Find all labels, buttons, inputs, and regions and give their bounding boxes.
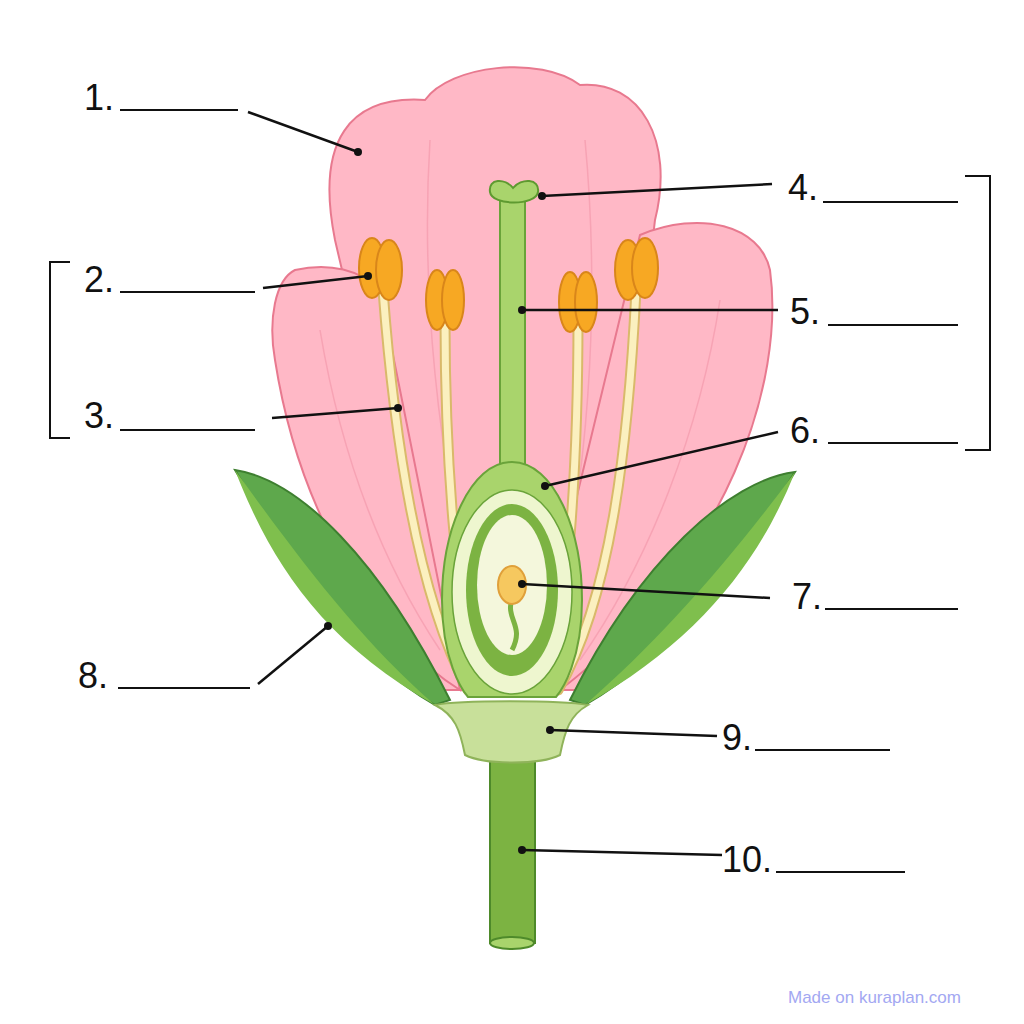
callout-number: 4.: [788, 170, 818, 206]
callout-number: 1.: [84, 80, 114, 116]
callout-number: 2.: [84, 262, 114, 298]
callout-number: 8.: [78, 658, 108, 694]
callout-number: 6.: [790, 413, 820, 449]
callout-number: 7.: [792, 579, 822, 615]
callout-number: 9.: [722, 720, 752, 756]
callout-number: 5.: [790, 294, 820, 330]
callout-number: 3.: [84, 398, 114, 434]
watermark: Made on kuraplan.com: [788, 989, 961, 1006]
callout-number: 10.: [722, 842, 772, 878]
